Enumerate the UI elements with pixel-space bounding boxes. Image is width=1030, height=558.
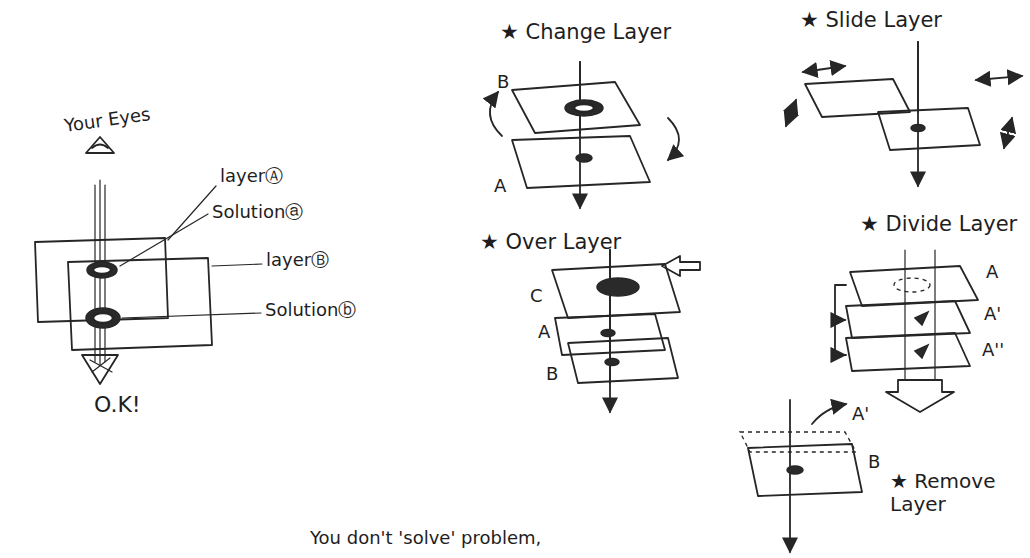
layer-letter: B xyxy=(497,72,509,93)
operation-title: ★ Remove Layer xyxy=(890,470,1000,516)
layer-letter: A' xyxy=(984,304,1001,325)
layer-letter: A xyxy=(538,322,550,343)
solution-label: Solutionⓑ xyxy=(265,300,356,321)
change-layer-figure xyxy=(490,62,679,208)
note-text: You don't 'solve' problem, xyxy=(310,528,541,549)
layer-letter: A xyxy=(986,262,998,283)
operation-title: ★ Over Layer xyxy=(480,230,621,254)
solution-label: Solutionⓐ xyxy=(212,202,303,223)
layer-letter: B xyxy=(546,364,558,385)
operation-title: ★ Change Layer xyxy=(500,20,671,44)
layer-letter: A' xyxy=(852,404,869,425)
over-layer-figure xyxy=(552,250,700,412)
viewer-label: Your Eyes xyxy=(63,104,152,137)
operation-title: ★ Slide Layer xyxy=(800,8,942,32)
layer-letter: B xyxy=(868,452,880,473)
layer-label: layerⒷ xyxy=(266,250,329,271)
result-label: O.K! xyxy=(94,392,141,417)
layer-label: layerⒶ xyxy=(220,166,283,187)
operation-title: ★ Divide Layer xyxy=(860,212,1017,236)
slide-layer-figure xyxy=(786,42,1022,186)
divide-layer-figure xyxy=(835,250,978,412)
layer-letter: A xyxy=(494,176,506,197)
layer-letter: A'' xyxy=(982,340,1004,361)
remove-layer-figure xyxy=(740,400,862,552)
layer-letter: C xyxy=(530,286,543,307)
